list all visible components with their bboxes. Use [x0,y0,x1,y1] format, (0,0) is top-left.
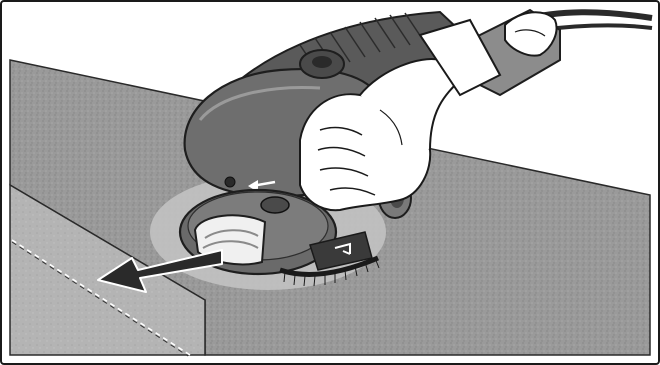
housing-screw [225,177,235,187]
flange-nut [261,197,289,213]
spindle-lock-center [312,56,332,68]
